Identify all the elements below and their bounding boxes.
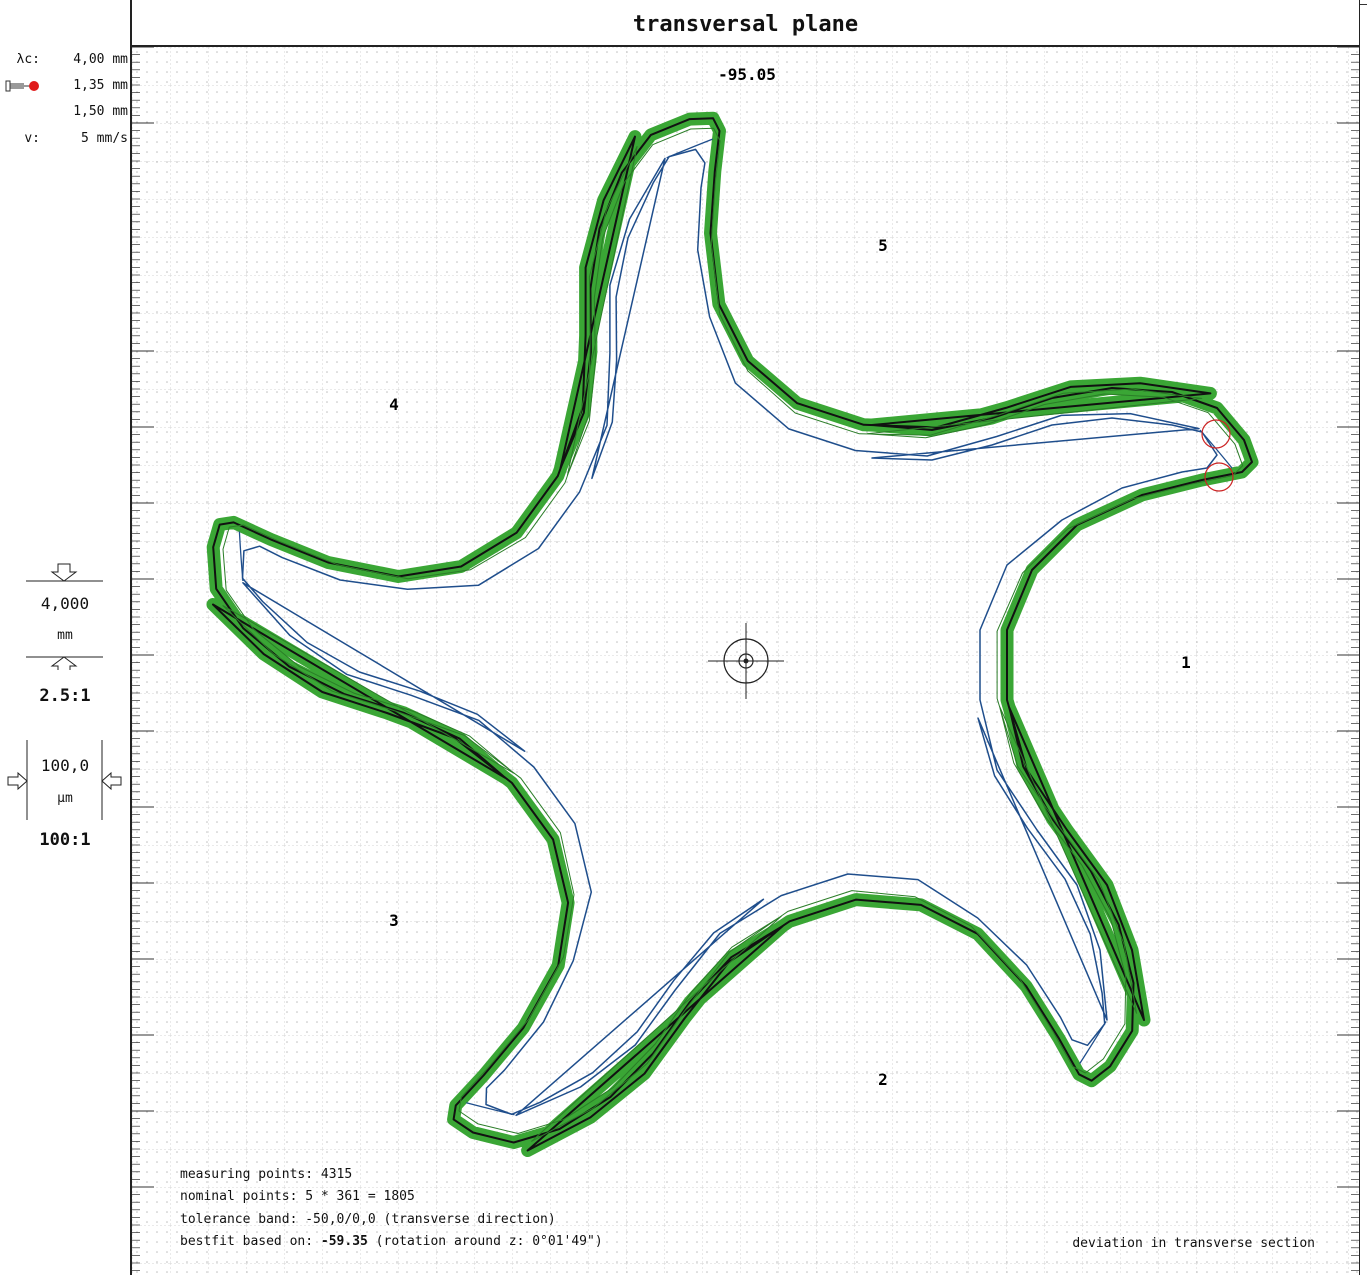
nominal-tip-arc bbox=[238, 531, 244, 582]
center-crosshair-icon bbox=[708, 623, 784, 699]
info-bestfit: bestfit based on: -59.35 (rotation aroun… bbox=[180, 1234, 603, 1249]
param-speed-label: v: bbox=[24, 131, 40, 146]
actual-profile bbox=[212, 117, 1253, 1152]
info-measuring-points: measuring points: 4315 bbox=[180, 1167, 353, 1182]
probe-icon bbox=[0, 78, 40, 98]
lobe-label-4: 4 bbox=[389, 395, 399, 414]
ruler-right bbox=[1337, 46, 1359, 1271]
length-scale-graphic bbox=[26, 563, 103, 670]
param-speed-value: 5 mm/s bbox=[81, 131, 128, 146]
nominal-tip-arc bbox=[1079, 1021, 1107, 1064]
bestfit-suffix: (rotation around z: 0°01'49") bbox=[367, 1234, 603, 1249]
probe-position-marker bbox=[1204, 462, 1234, 492]
length-scale-value: 4,000 bbox=[40, 594, 90, 613]
plot-title: transversal plane bbox=[132, 5, 1359, 47]
bestfit-value: -59.35 bbox=[320, 1234, 368, 1249]
deviation-scale-unit: µm bbox=[57, 791, 73, 806]
lobe-label-3: 3 bbox=[389, 911, 399, 930]
lobe-label-2: 2 bbox=[878, 1070, 888, 1089]
probe-position-marker bbox=[1201, 419, 1231, 449]
info-tolerance-band: tolerance band: -50,0/0,0 (transverse di… bbox=[180, 1212, 556, 1227]
ruler-left bbox=[132, 46, 154, 1271]
param-third-value: 1,50 mm bbox=[73, 104, 128, 119]
lobe-label-1: 1 bbox=[1181, 653, 1191, 672]
param-probe-value: 1,35 mm bbox=[73, 78, 128, 93]
profile-canvas: -95.05 1 2 3 4 5 bbox=[132, 46, 1359, 1277]
deviation-scale-ratio: 100:1 bbox=[39, 830, 91, 850]
nominal-profile bbox=[241, 148, 1218, 1117]
lobe-label-5: 5 bbox=[878, 236, 888, 255]
param-cutoff-value: 4,00 mm bbox=[73, 52, 128, 67]
deviation-scale-value: 100,0 bbox=[40, 756, 90, 775]
parameter-panel: λc: 4,00 mm 1,35 mm 1,50 mm v: 5 mm/s 4,… bbox=[0, 0, 130, 1275]
nominal-tip-arc bbox=[466, 1102, 515, 1116]
length-scale-unit: mm bbox=[57, 628, 73, 643]
info-nominal-points: nominal points: 5 * 361 = 1805 bbox=[180, 1189, 415, 1204]
footer-caption: deviation in transverse section bbox=[1072, 1236, 1315, 1251]
length-scale-ratio: 2.5:1 bbox=[39, 686, 91, 706]
top-value-label: -95.05 bbox=[718, 65, 776, 84]
nominal-tip-arc bbox=[666, 138, 713, 159]
plot-area: transversal plane bbox=[130, 0, 1360, 1275]
band-inner-edge bbox=[222, 127, 1244, 1142]
deviation-scale-graphic bbox=[7, 740, 122, 820]
bestfit-prefix: bestfit based on: bbox=[180, 1234, 321, 1249]
param-cutoff-label: λc: bbox=[16, 52, 40, 67]
